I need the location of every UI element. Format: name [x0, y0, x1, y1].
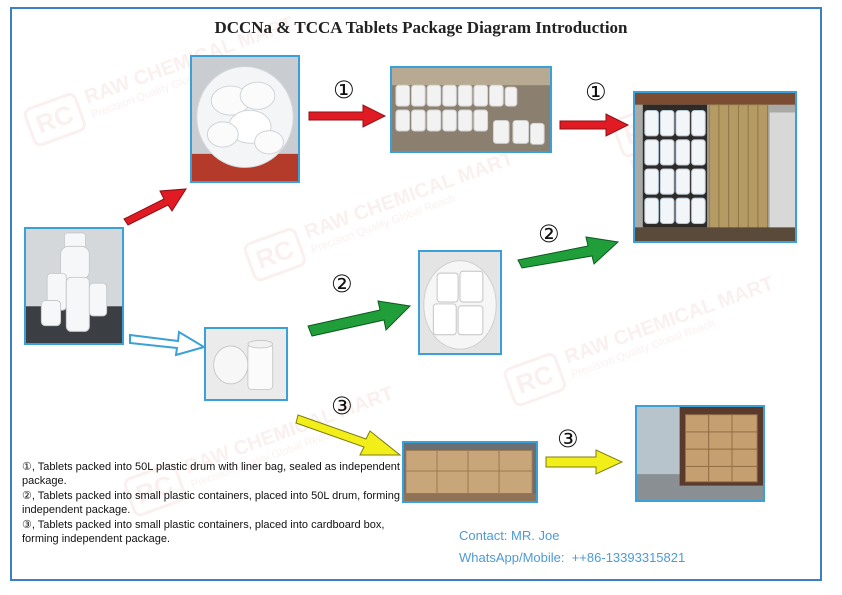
arrow-white-outline: [129, 330, 207, 357]
note-1: ①, Tablets packed into 50L plastic drum …: [22, 461, 400, 487]
arrow-red-right-1: [308, 104, 387, 128]
arrow-yellow-diagonal: [295, 414, 402, 456]
step-marker-2: ②: [538, 220, 560, 248]
contact-phone: WhatsApp/Mobile: ++86-13393315821: [459, 550, 686, 565]
arrow-green-top: [517, 236, 620, 269]
arrow-green-middle: [307, 300, 412, 337]
step-marker-1: ①: [333, 76, 355, 104]
step-marker-1: ①: [585, 78, 607, 106]
note-2: ②, Tablets packed into small plastic con…: [22, 490, 400, 516]
containers-in-bag-photo: [418, 250, 502, 355]
note-3: ③, Tablets packed into small plastic con…: [22, 519, 385, 545]
small-plastic-container-photo: [204, 327, 288, 401]
arrow-yellow-right: [545, 449, 624, 475]
arrow-red-diagonal: [123, 188, 187, 226]
step-marker-2: ②: [331, 270, 353, 298]
contact-name: Contact: MR. Joe: [459, 528, 560, 543]
step-marker-3: ③: [331, 392, 353, 420]
diagram-title: DCCNa & TCCA Tablets Package Diagram Int…: [214, 18, 628, 37]
plastic-drums-warehouse-photo: [390, 66, 552, 153]
plastic-bottles-photo: [24, 227, 124, 345]
container-with-boxes-photo: [635, 405, 765, 502]
diagram-frame: [10, 7, 822, 581]
package-notes: ①, Tablets packed into 50L plastic drum …: [22, 460, 422, 547]
arrow-red-right-2: [559, 113, 630, 137]
cardboard-boxes-photo: [402, 441, 538, 503]
step-marker-3: ③: [557, 425, 579, 453]
tablets-bucket-photo: [190, 55, 300, 183]
container-with-drums-photo: [633, 91, 797, 243]
